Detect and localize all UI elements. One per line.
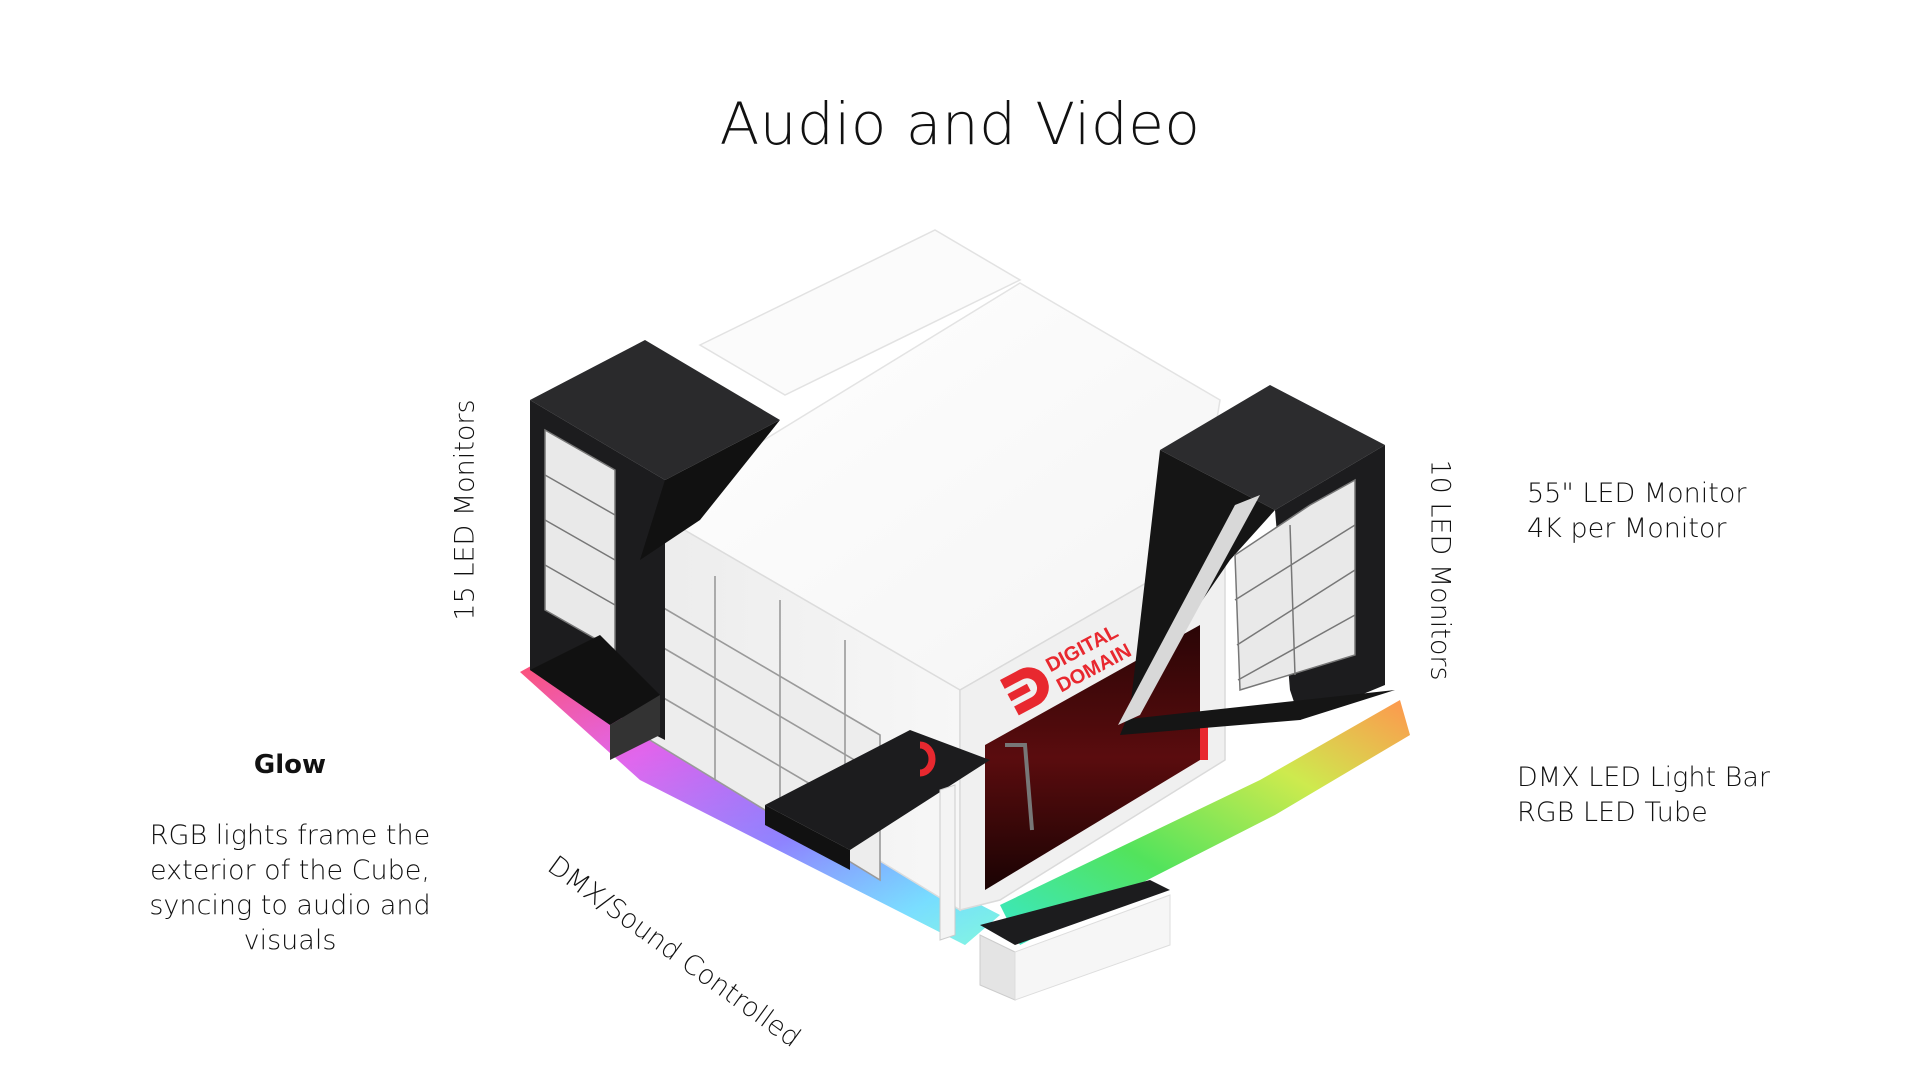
back-wall [698, 229, 1022, 396]
glow-line: syncing to audio and [149, 890, 431, 921]
glow-line: exterior of the Cube, [150, 855, 430, 886]
monitor-spec-line: 55" LED Monitor [1527, 478, 1747, 509]
light-spec-line: DMX LED Light Bar [1517, 762, 1770, 793]
front-block [979, 880, 1171, 1001]
page-title: Audio and Video [719, 90, 1201, 158]
glow-heading: Glow [253, 750, 327, 780]
right-monitor-tower [1118, 385, 1395, 735]
rgb-glow-right [1000, 700, 1410, 945]
glow-description: Glow RGB lights frame the exterior of th… [130, 748, 450, 958]
left-monitor-tower [530, 340, 780, 760]
entrance-canopy [765, 730, 990, 941]
right-monitors-label: 10 LED Monitors [1424, 459, 1456, 681]
glow-line: visuals [243, 925, 337, 956]
light-spec-line: RGB LED Tube [1517, 797, 1708, 828]
left-monitors-label: 15 LED Monitors [449, 399, 481, 621]
monitor-spec-line: 4K per Monitor [1527, 513, 1727, 544]
light-bar-spec: DMX LED Light Bar RGB LED Tube [1517, 760, 1770, 830]
monitor-spec: 55" LED Monitor 4K per Monitor [1527, 476, 1746, 546]
glow-line: RGB lights frame the [149, 820, 431, 851]
